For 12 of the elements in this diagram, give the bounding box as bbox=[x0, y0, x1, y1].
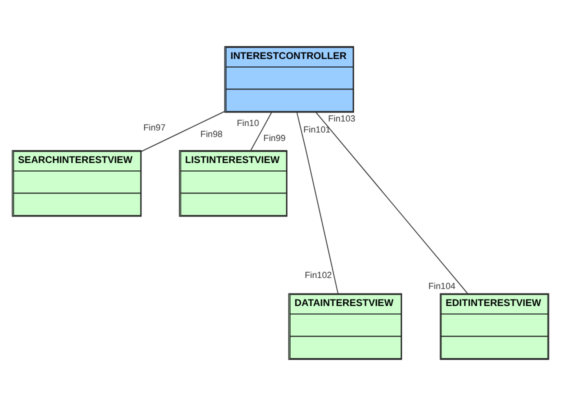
connector bbox=[316, 111, 468, 294]
label: Fin101 bbox=[303, 124, 330, 134]
label: Fin97 bbox=[143, 122, 166, 132]
label: Fin99 bbox=[263, 132, 286, 143]
label: Fin104 bbox=[428, 280, 456, 290]
connector bbox=[296, 112, 338, 294]
label: Fin103 bbox=[328, 113, 356, 124]
label: Fin98 bbox=[200, 128, 223, 138]
label: Fin102 bbox=[304, 269, 332, 280]
connector bbox=[250, 111, 272, 150]
connector bbox=[140, 110, 225, 152]
label: Fin10 bbox=[236, 117, 260, 128]
